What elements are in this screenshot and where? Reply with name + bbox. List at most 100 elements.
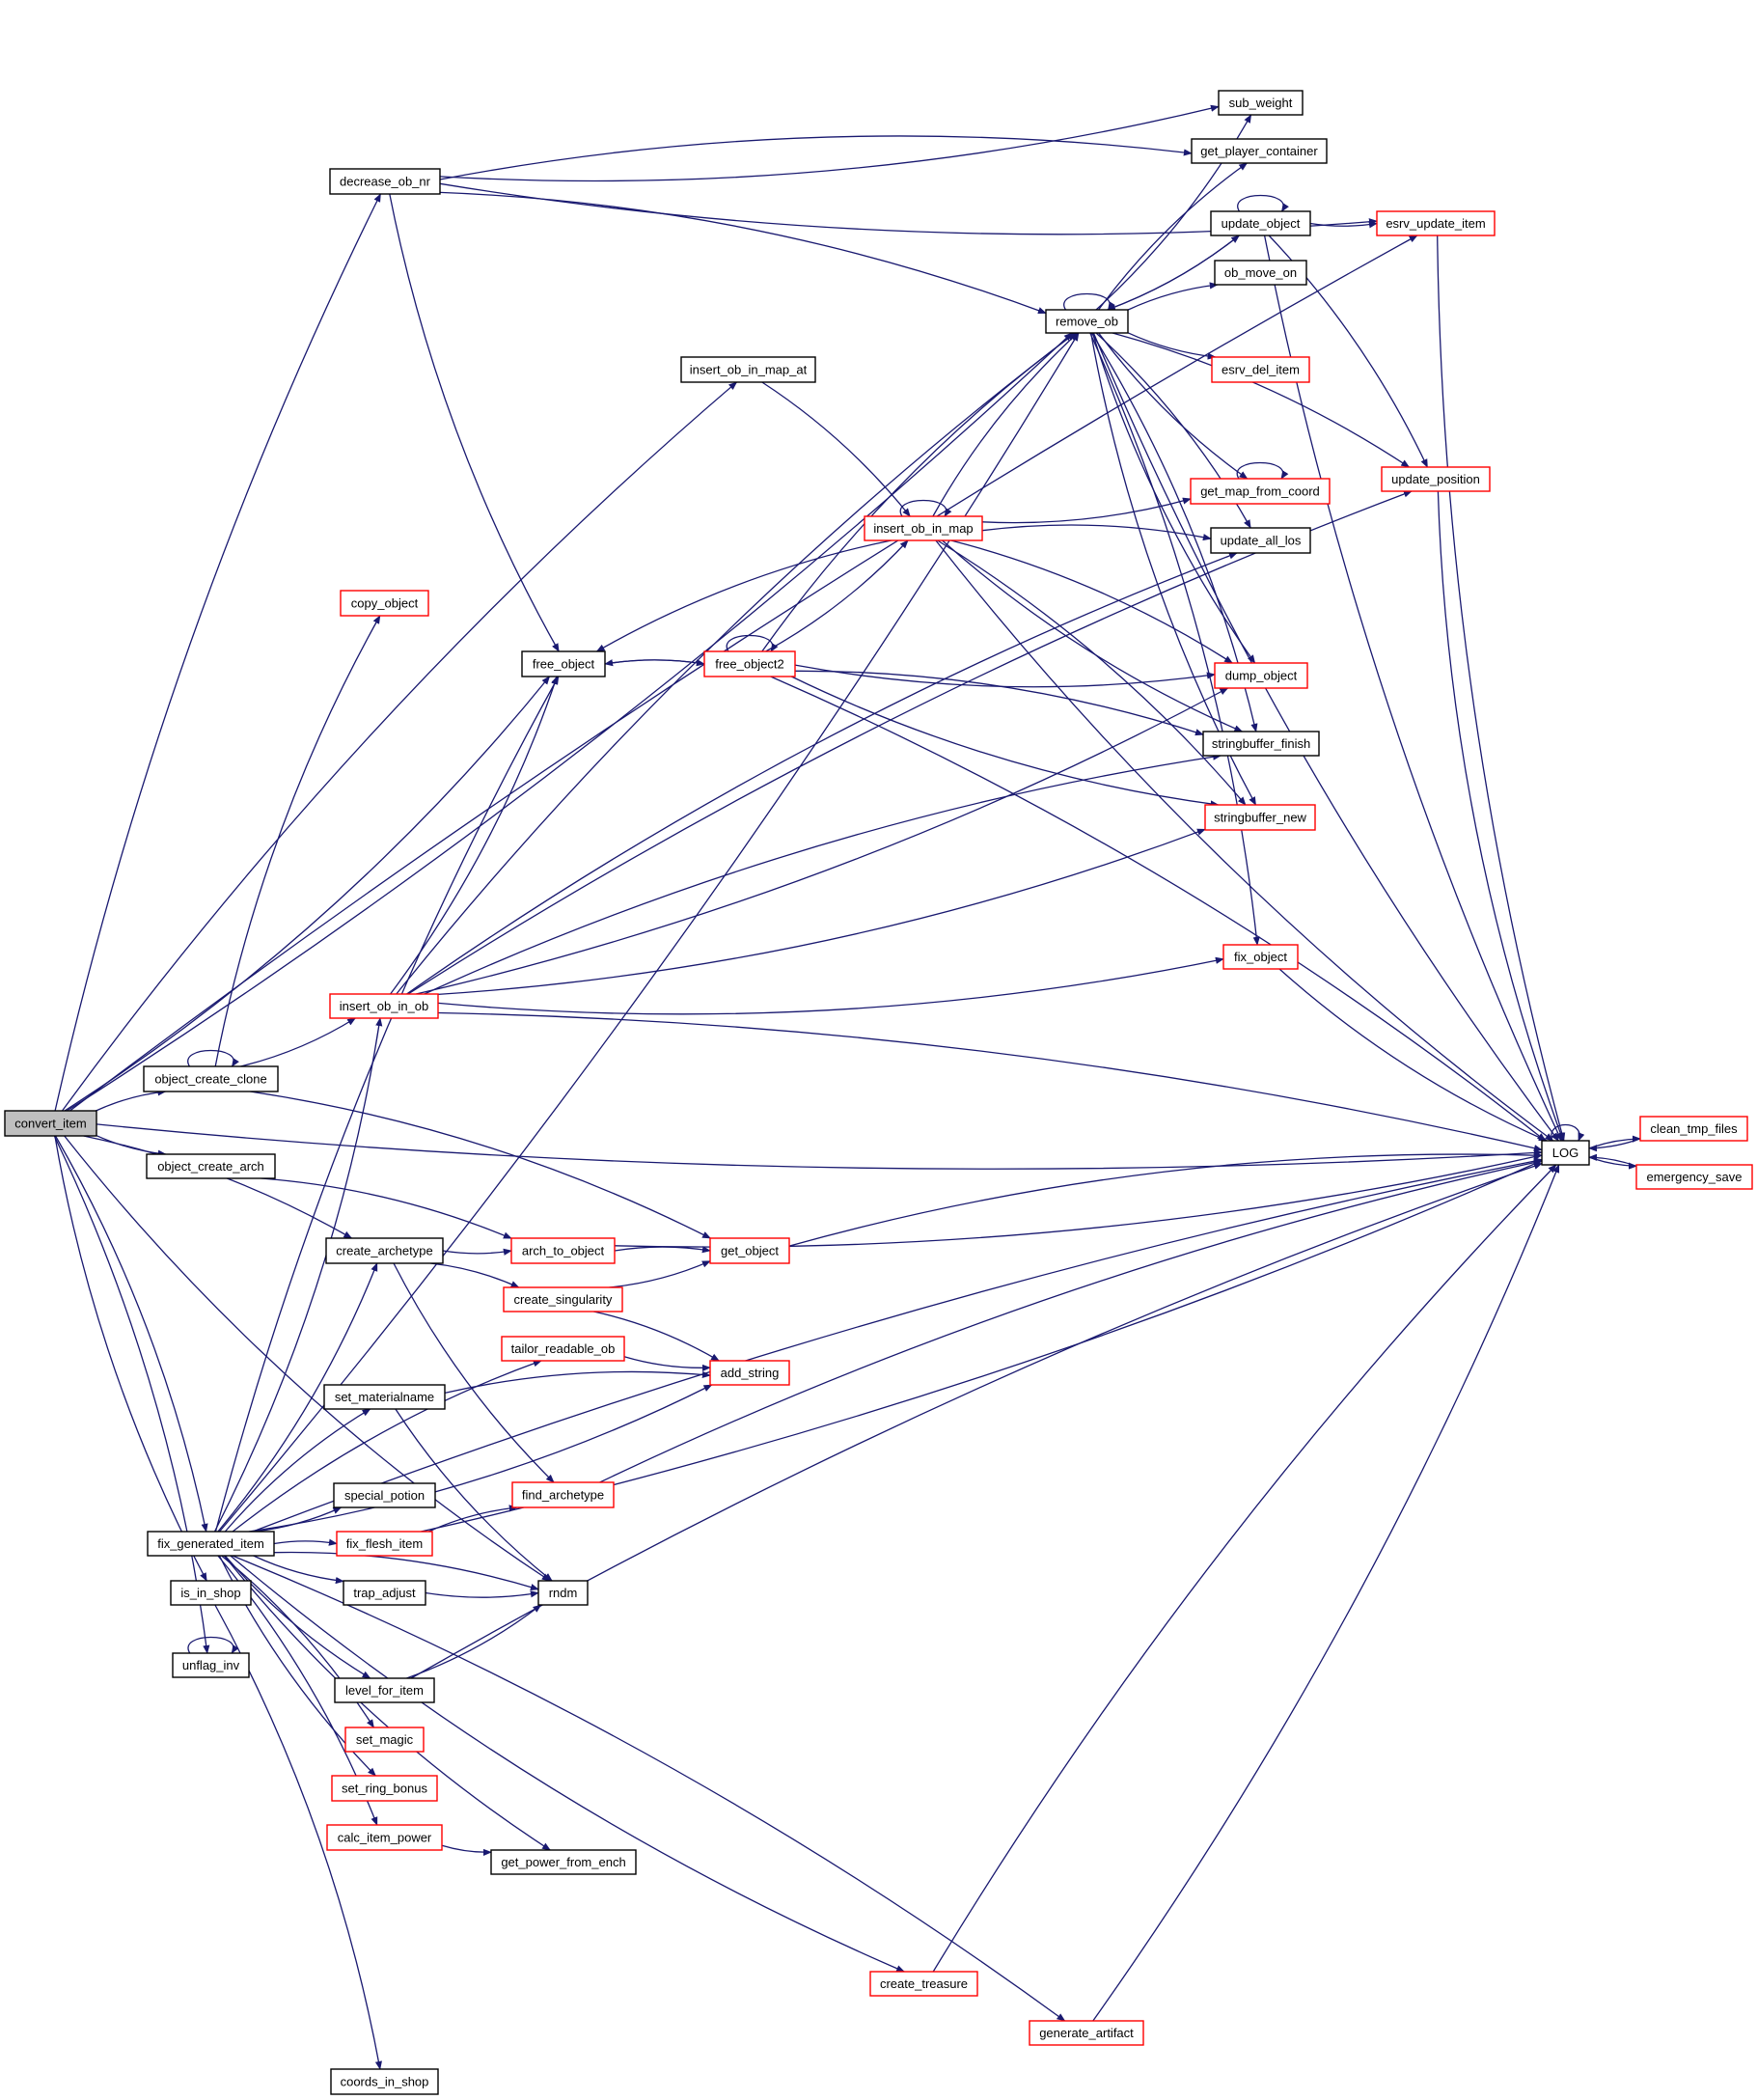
node-box[interactable] bbox=[325, 1237, 444, 1264]
node-box[interactable] bbox=[1218, 90, 1304, 116]
node-box[interactable] bbox=[1045, 309, 1129, 334]
node-box[interactable] bbox=[510, 1237, 616, 1264]
node-box[interactable] bbox=[330, 2068, 439, 2095]
node-box[interactable] bbox=[326, 1824, 443, 1851]
node-dump-object[interactable]: dump_object bbox=[1214, 662, 1308, 689]
node-unflag-inv[interactable]: unflag_inv bbox=[172, 1652, 250, 1678]
node-box[interactable] bbox=[329, 168, 441, 195]
node-create-treasure[interactable]: create_treasure bbox=[869, 1971, 978, 1997]
node-convert-item[interactable]: convert_item bbox=[4, 1110, 97, 1137]
node-box[interactable] bbox=[490, 1849, 637, 1875]
node-object-create-clone[interactable]: object_create_clone bbox=[143, 1065, 279, 1092]
node-box[interactable] bbox=[537, 1580, 589, 1606]
node-box[interactable] bbox=[1202, 731, 1320, 757]
node-create-archetype[interactable]: create_archetype bbox=[325, 1237, 444, 1264]
node-box[interactable] bbox=[336, 1531, 433, 1557]
node-generate-artifact[interactable]: generate_artifact bbox=[1029, 2020, 1144, 2046]
node-box[interactable] bbox=[4, 1110, 97, 1137]
node-trap-adjust[interactable]: trap_adjust bbox=[343, 1580, 426, 1606]
node-box[interactable] bbox=[680, 356, 816, 383]
node-box[interactable] bbox=[333, 1482, 436, 1508]
node-log[interactable]: LOG bbox=[1541, 1140, 1590, 1166]
node-box[interactable] bbox=[709, 1360, 790, 1386]
node-level-for-item[interactable]: level_for_item bbox=[334, 1677, 435, 1703]
node-insert-ob-in-ob[interactable]: insert_ob_in_ob bbox=[329, 993, 439, 1019]
node-box[interactable] bbox=[1635, 1164, 1753, 1190]
node-esrv-update-item[interactable]: esrv_update_item bbox=[1376, 210, 1496, 236]
node-fix-object[interactable]: fix_object bbox=[1222, 944, 1299, 970]
node-rndm[interactable]: rndm bbox=[537, 1580, 589, 1606]
node-box[interactable] bbox=[323, 1384, 446, 1410]
node-box[interactable] bbox=[1210, 210, 1311, 236]
node-box[interactable] bbox=[1214, 662, 1308, 689]
node-arch-to-object[interactable]: arch_to_object bbox=[510, 1237, 616, 1264]
node-is-in-shop[interactable]: is_in_shop bbox=[170, 1580, 252, 1606]
node-esrv-del-item[interactable]: esrv_del_item bbox=[1211, 356, 1310, 383]
node-box[interactable] bbox=[329, 993, 439, 1019]
node-sub-weight[interactable]: sub_weight bbox=[1218, 90, 1304, 116]
node-object-create-arch[interactable]: object_create_arch bbox=[146, 1153, 276, 1179]
node-box[interactable] bbox=[521, 650, 606, 677]
node-calc-item-power[interactable]: calc_item_power bbox=[326, 1824, 443, 1851]
node-special-potion[interactable]: special_potion bbox=[333, 1482, 436, 1508]
node-box[interactable] bbox=[143, 1065, 279, 1092]
node-box[interactable] bbox=[344, 1727, 425, 1753]
node-update-all-los[interactable]: update_all_los bbox=[1210, 527, 1311, 554]
node-free-object[interactable]: free_object bbox=[521, 650, 606, 677]
node-box[interactable] bbox=[503, 1286, 623, 1312]
node-box[interactable] bbox=[1204, 804, 1316, 831]
node-set-magic[interactable]: set_magic bbox=[344, 1727, 425, 1753]
node-decrease-ob-nr[interactable]: decrease_ob_nr bbox=[329, 168, 441, 195]
node-box[interactable] bbox=[147, 1531, 275, 1557]
node-stringbuffer-new[interactable]: stringbuffer_new bbox=[1204, 804, 1316, 831]
node-box[interactable] bbox=[1222, 944, 1299, 970]
node-box[interactable] bbox=[146, 1153, 276, 1179]
node-update-object[interactable]: update_object bbox=[1210, 210, 1311, 236]
node-box[interactable] bbox=[1191, 138, 1328, 164]
node-box[interactable] bbox=[1214, 260, 1307, 286]
node-box[interactable] bbox=[1376, 210, 1496, 236]
node-find-archetype[interactable]: find_archetype bbox=[511, 1481, 615, 1508]
node-box[interactable] bbox=[1029, 2020, 1144, 2046]
node-get-map-from-coord[interactable]: get_map_from_coord bbox=[1190, 478, 1331, 505]
node-copy-object[interactable]: copy_object bbox=[340, 590, 429, 617]
node-box[interactable] bbox=[172, 1652, 250, 1678]
node-emergency-save[interactable]: emergency_save bbox=[1635, 1164, 1753, 1190]
node-set-ring-bonus[interactable]: set_ring_bonus bbox=[331, 1775, 438, 1802]
node-box[interactable] bbox=[709, 1237, 790, 1264]
node-fix-generated-item[interactable]: fix_generated_item bbox=[147, 1531, 275, 1557]
node-box[interactable] bbox=[703, 650, 796, 677]
node-create-singularity[interactable]: create_singularity bbox=[503, 1286, 623, 1312]
node-set-materialname[interactable]: set_materialname bbox=[323, 1384, 446, 1410]
node-box[interactable] bbox=[1639, 1116, 1748, 1142]
node-box[interactable] bbox=[869, 1971, 978, 1997]
node-fix-flesh-item[interactable]: fix_flesh_item bbox=[336, 1531, 433, 1557]
node-ob-move-on[interactable]: ob_move_on bbox=[1214, 260, 1307, 286]
node-get-object[interactable]: get_object bbox=[709, 1237, 790, 1264]
node-box[interactable] bbox=[331, 1775, 438, 1802]
node-box[interactable] bbox=[1381, 466, 1491, 492]
node-stringbuffer-finish[interactable]: stringbuffer_finish bbox=[1202, 731, 1320, 757]
node-box[interactable] bbox=[170, 1580, 252, 1606]
node-box[interactable] bbox=[340, 590, 429, 617]
node-box[interactable] bbox=[864, 515, 983, 541]
node-box[interactable] bbox=[334, 1677, 435, 1703]
node-box[interactable] bbox=[511, 1481, 615, 1508]
node-add-string[interactable]: add_string bbox=[709, 1360, 790, 1386]
node-get-player-container[interactable]: get_player_container bbox=[1191, 138, 1328, 164]
node-remove-ob[interactable]: remove_ob bbox=[1045, 309, 1129, 334]
node-box[interactable] bbox=[1541, 1140, 1590, 1166]
node-box[interactable] bbox=[1210, 527, 1311, 554]
node-insert-ob-in-map-at[interactable]: insert_ob_in_map_at bbox=[680, 356, 816, 383]
node-tailor-readable-ob[interactable]: tailor_readable_ob bbox=[501, 1336, 625, 1362]
node-box[interactable] bbox=[501, 1336, 625, 1362]
node-clean-tmp-files[interactable]: clean_tmp_files bbox=[1639, 1116, 1748, 1142]
node-coords-in-shop[interactable]: coords_in_shop bbox=[330, 2068, 439, 2095]
node-update-position[interactable]: update_position bbox=[1381, 466, 1491, 492]
node-free-object2[interactable]: free_object2 bbox=[703, 650, 796, 677]
node-insert-ob-in-map[interactable]: insert_ob_in_map bbox=[864, 515, 983, 541]
node-get-power-from-ench[interactable]: get_power_from_ench bbox=[490, 1849, 637, 1875]
node-box[interactable] bbox=[1190, 478, 1331, 505]
node-box[interactable] bbox=[1211, 356, 1310, 383]
node-box[interactable] bbox=[343, 1580, 426, 1606]
